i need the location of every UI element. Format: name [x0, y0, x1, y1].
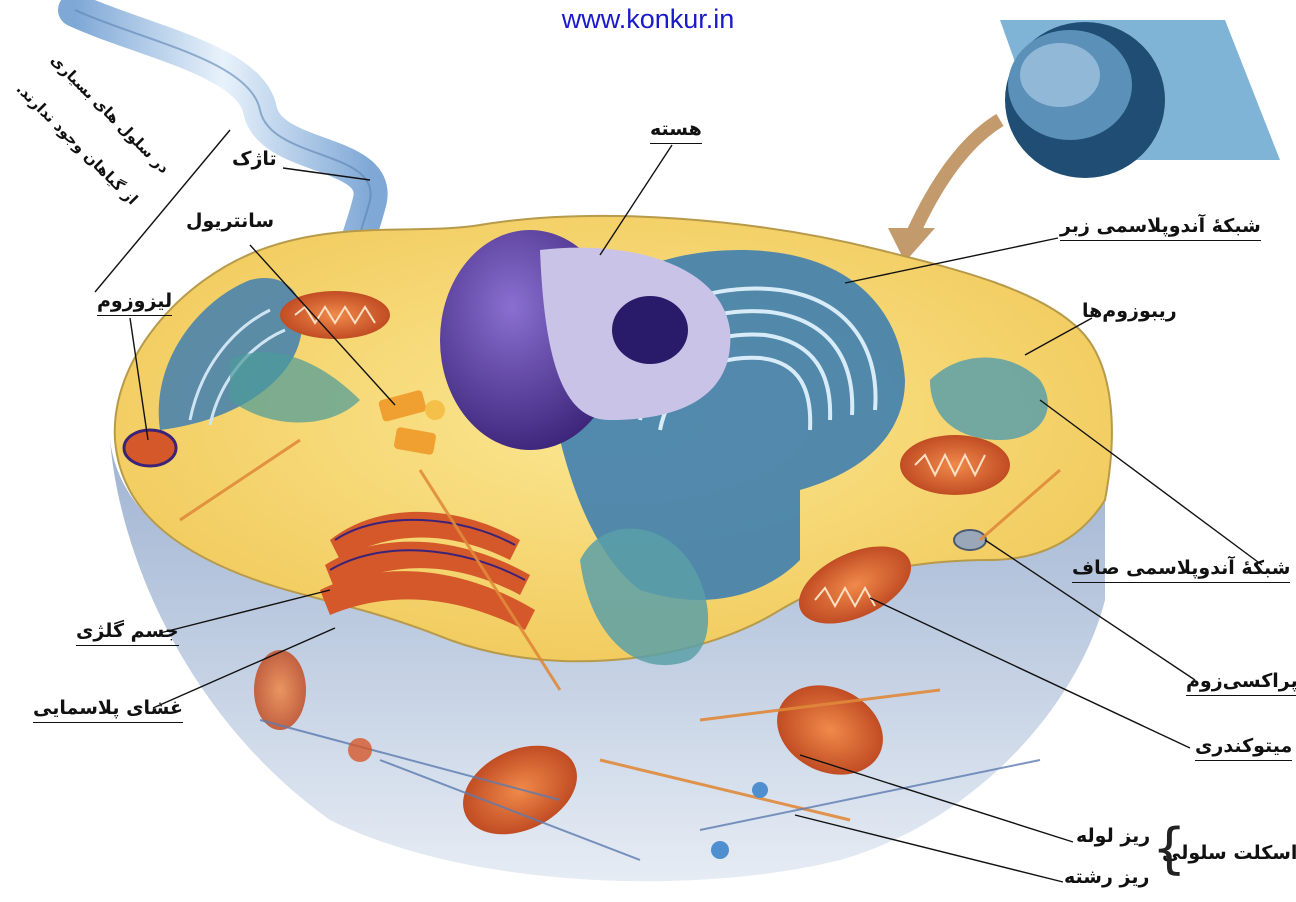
label-rough-er: شبکهٔ آندوپلاسمی زبر	[1060, 215, 1261, 241]
watermark-url: www.konkur.in	[0, 4, 1296, 35]
mitochondrion-6	[254, 650, 306, 730]
label-plasma-membrane: غشای پلاسمایی	[33, 697, 183, 723]
label-golgi: جسم گلژی	[76, 620, 179, 646]
label-microtubule: ریز لوله	[1076, 825, 1150, 848]
label-microfilament: ریز رشته	[1064, 866, 1149, 889]
label-centriole: سانتریول	[186, 210, 274, 233]
cytoskeleton-brace: {	[1152, 822, 1186, 876]
label-flagellum: تاژک	[232, 148, 277, 171]
label-smooth-er: شبکهٔ آندوپلاسمی صاف	[1072, 557, 1290, 583]
mitochondrion-2	[900, 435, 1010, 495]
label-nucleus: هسته	[650, 118, 702, 144]
label-ribosomes: ریبوزوم‌ها	[1082, 300, 1177, 323]
lysosome-shape	[124, 430, 176, 466]
label-peroxisome: پراکسی‌زوم	[1186, 670, 1296, 696]
label-lysosome: لیزوزوم	[97, 290, 172, 316]
label-mitochondria: میتوکندری	[1195, 735, 1292, 761]
mitochondrion-1	[280, 291, 390, 339]
